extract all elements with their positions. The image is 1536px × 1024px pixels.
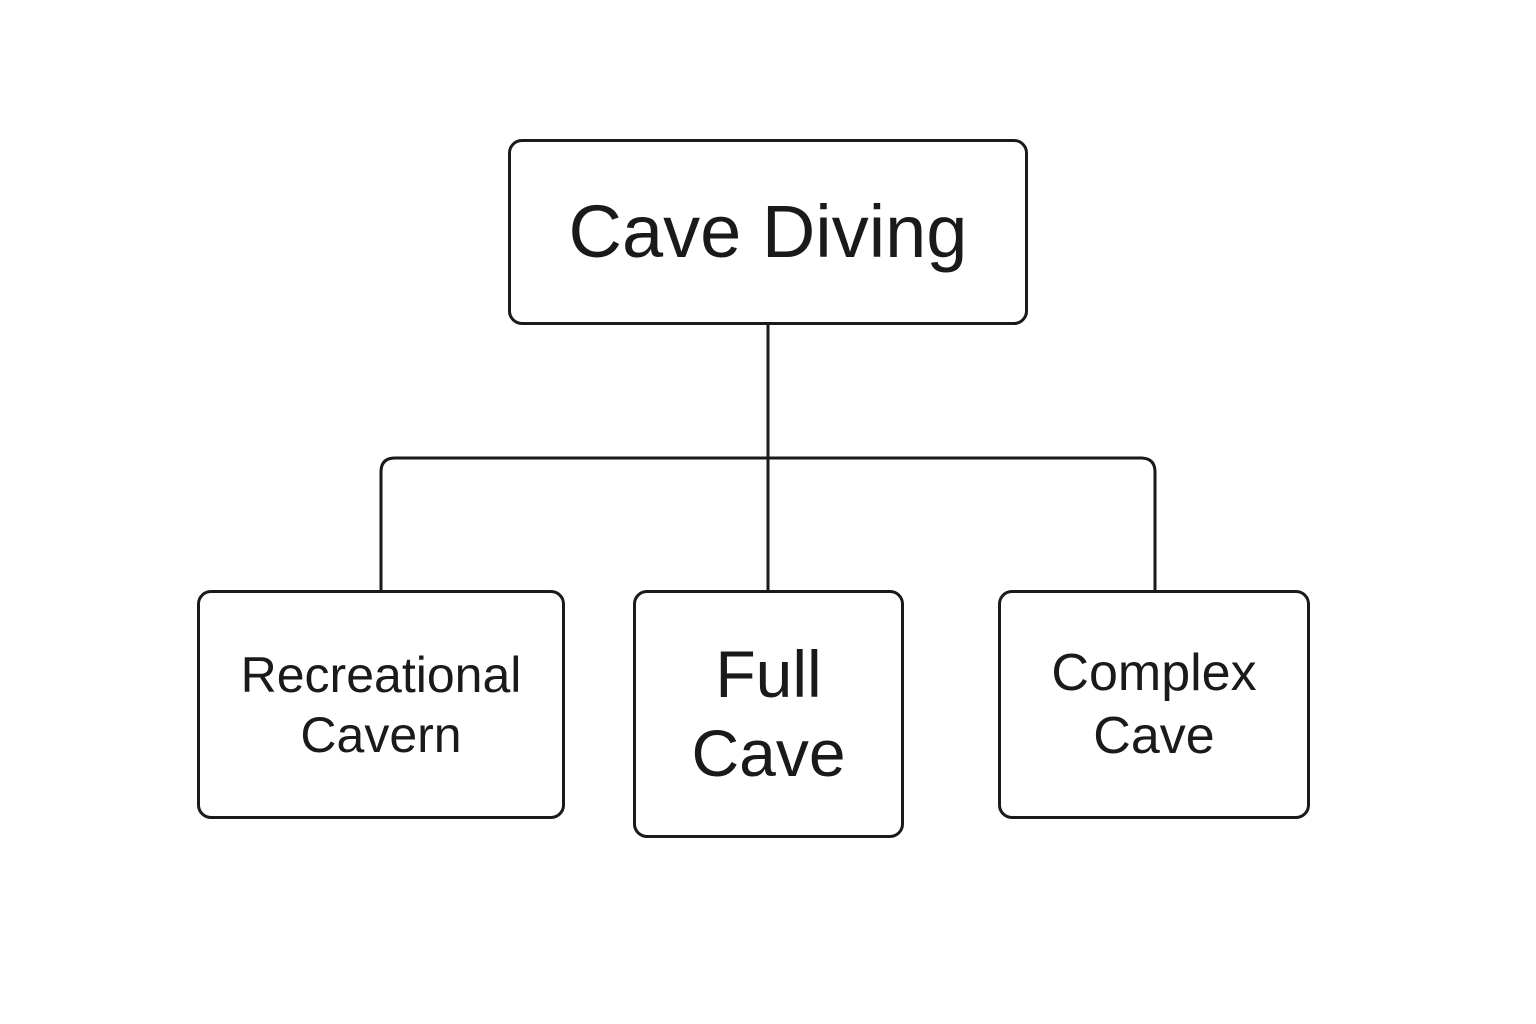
child-node-label-line: Recreational	[240, 646, 522, 703]
root-node-label: Cave Diving	[568, 189, 968, 273]
child-node-label-line: Cave	[1093, 706, 1215, 765]
child-node-label-line: Cave	[691, 716, 846, 790]
connector-branch	[379, 456, 1157, 590]
child-node-complex-cave: Complex Cave	[998, 590, 1310, 819]
child-node-full-cave: Full Cave	[633, 590, 904, 838]
child-node-recreational-cavern: Recreational Cavern	[197, 590, 565, 819]
child-node-label-line: Complex	[1051, 644, 1257, 703]
child-node-label-line: Full	[715, 636, 822, 711]
child-node-label-line: Cavern	[300, 706, 462, 763]
root-node-box: Cave Diving	[508, 139, 1028, 325]
